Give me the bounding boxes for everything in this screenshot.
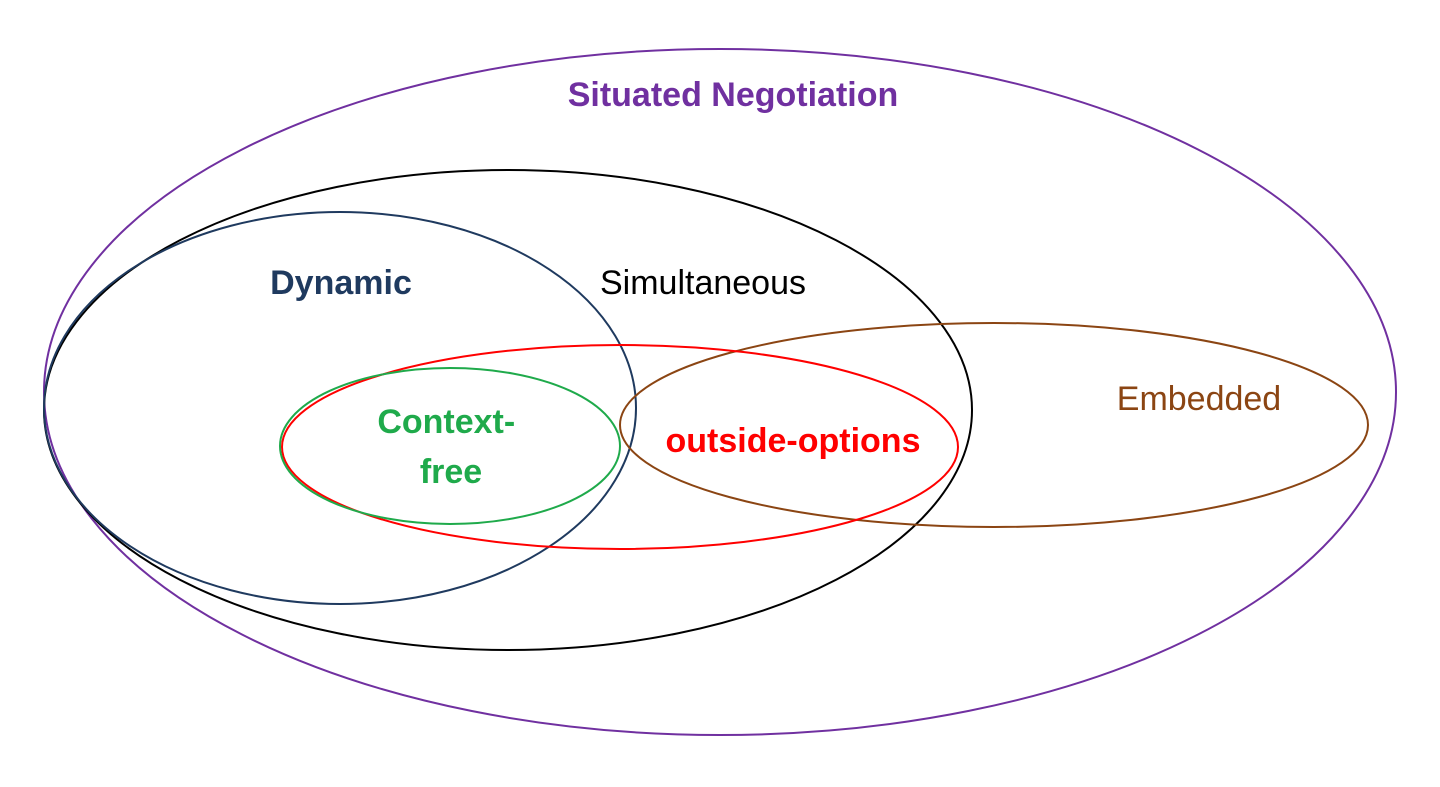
context-free-label-line-1: Context-	[377, 403, 515, 441]
outside-options-ellipse	[281, 344, 959, 550]
dynamic-label: Dynamic	[270, 264, 412, 302]
outside-options-label: outside-options	[666, 422, 921, 460]
dynamic-ellipse	[43, 211, 637, 605]
simultaneous-label: Simultaneous	[600, 264, 806, 302]
situated-negotiation-label: Situated Negotiation	[568, 76, 899, 114]
embedded-ellipse	[619, 322, 1369, 528]
context-free-ellipse	[279, 367, 621, 525]
context-free-label-line-2: free	[420, 453, 482, 491]
embedded-label: Embedded	[1117, 380, 1281, 418]
context-free-label: Context- free	[377, 403, 524, 491]
